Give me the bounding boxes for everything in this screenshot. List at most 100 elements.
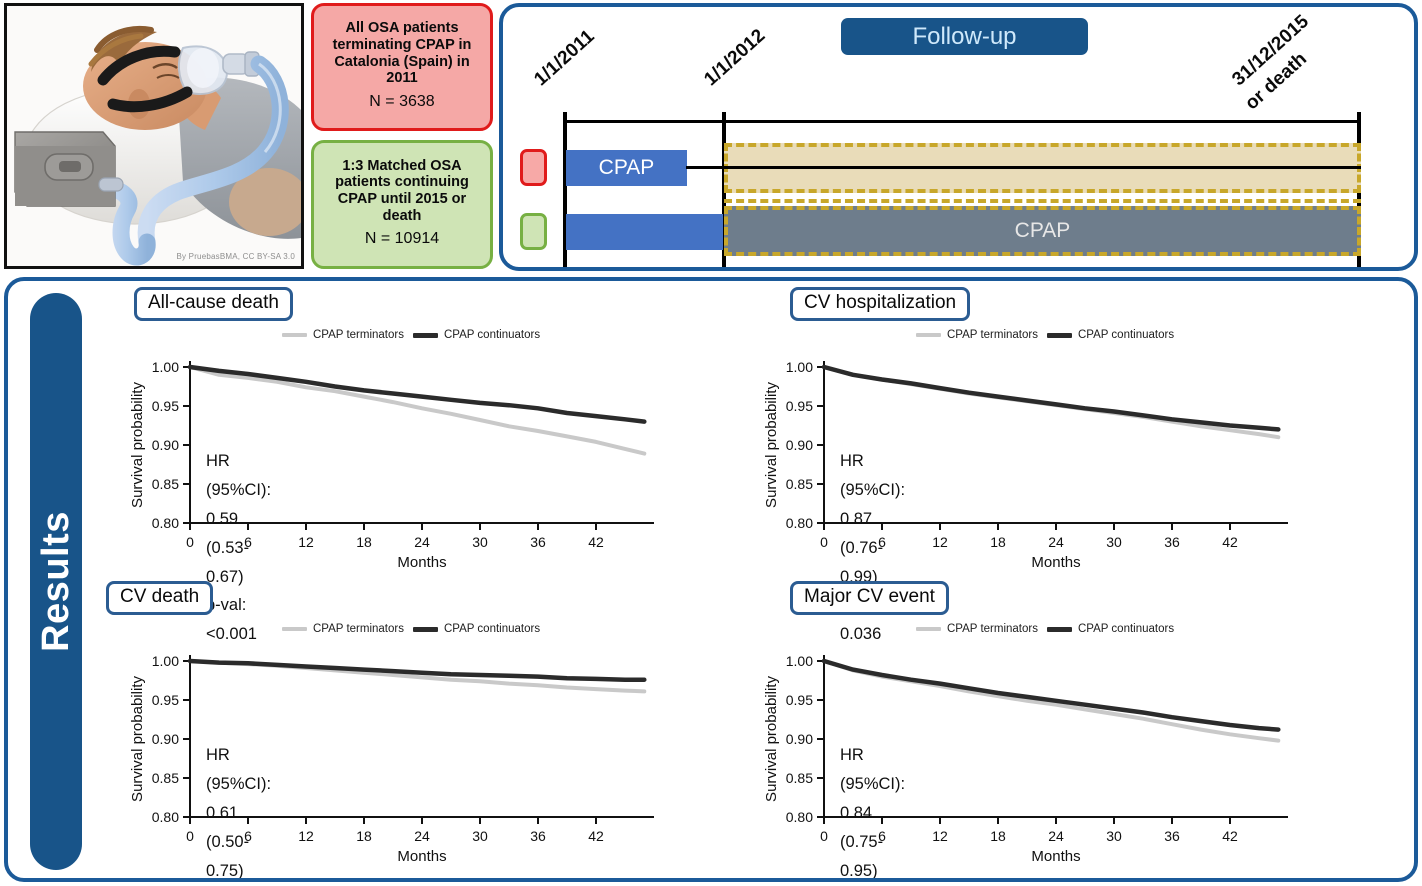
timeline-chip-terminators (520, 149, 547, 186)
x-tick-label: 18 (990, 534, 1006, 550)
x-tick-label: 0 (186, 828, 194, 844)
km-legend-major-cv-event: CPAP terminators CPAP continuators (916, 623, 1174, 635)
x-tick-label: 6 (244, 828, 252, 844)
legend-item-continuators: CPAP continuators (1046, 329, 1174, 341)
km-curve-continuators (187, 364, 647, 424)
y-tick-label: 0.95 (786, 398, 813, 414)
legend-label: CPAP terminators (947, 329, 1038, 341)
x-axis-title: Months (1031, 554, 1080, 569)
km-stats-cv-death: HR (95%CI): 0.61 (0.50-0.75)p-val: <0.00… (206, 741, 272, 880)
legend-item-continuators: CPAP continuators (1046, 623, 1174, 635)
km-curve-terminators (188, 365, 647, 456)
timeline-followup-band-continuators: CPAP (724, 206, 1361, 256)
x-tick-label: 6 (878, 828, 886, 844)
y-axis-title: Survival probability (129, 676, 146, 802)
image-attribution: By PruebasBMA, CC BY-SA 3.0 (176, 252, 295, 261)
legend-swatch-icon (916, 333, 941, 337)
x-tick-label: 0 (820, 828, 828, 844)
legend-swatch-icon (282, 627, 307, 631)
y-tick-label: 1.00 (152, 359, 179, 375)
timeline-top-rule (563, 120, 1360, 123)
x-tick-label: 42 (588, 534, 604, 550)
callout-terminators-text: All OSA patients terminating CPAP in Cat… (332, 20, 472, 87)
x-tick-label: 18 (990, 828, 1006, 844)
legend-label: CPAP terminators (313, 623, 404, 635)
illustration-canvas (7, 6, 301, 266)
legend-label: CPAP continuators (443, 329, 541, 341)
y-tick-label: 0.95 (786, 692, 813, 708)
y-axis-title: Survival probability (763, 382, 780, 508)
km-title-cv-hospitalization: CV hospitalization (790, 287, 971, 321)
callout-continuators-text: 1:3 Matched OSA patients continuing CPAP… (335, 157, 469, 224)
x-tick-label: 18 (356, 828, 372, 844)
x-tick-label: 30 (1106, 828, 1122, 844)
legend-item-terminators: CPAP terminators (916, 329, 1038, 341)
y-tick-label: 0.85 (786, 476, 813, 492)
legend-label: CPAP terminators (313, 329, 404, 341)
legend-item-continuators: CPAP continuators (412, 623, 541, 635)
y-tick-label: 1.00 (786, 653, 813, 669)
x-tick-label: 42 (588, 828, 604, 844)
x-tick-label: 24 (414, 534, 430, 550)
timeline-date-index: 1/1/2012 (700, 25, 770, 91)
callout-terminators-n: N = 3638 (369, 92, 435, 110)
x-tick-label: 12 (932, 534, 948, 550)
y-tick-label: 0.80 (786, 809, 813, 825)
x-tick-label: 36 (530, 534, 546, 550)
hazard-ratio-text: HR (95%CI): 0.61 (0.50-0.75) (206, 746, 272, 880)
y-tick-label: 0.95 (152, 398, 179, 414)
x-tick-label: 0 (820, 534, 828, 550)
legend-label: CPAP continuators (443, 623, 541, 635)
y-tick-label: 0.90 (152, 731, 179, 747)
timeline-followup-band-a-rule (724, 166, 1361, 169)
y-tick-label: 0.95 (152, 692, 179, 708)
x-tick-label: 12 (298, 828, 314, 844)
timeline-bar-cpap-terminators: CPAP (566, 150, 687, 186)
y-tick-label: 0.85 (152, 770, 179, 786)
y-tick-label: 0.80 (152, 515, 179, 531)
legend-item-terminators: CPAP terminators (916, 623, 1038, 635)
hazard-ratio-text: HR (95%CI): 0.87 (0.76-0.99) (840, 452, 906, 586)
km-curve-continuators (187, 658, 647, 682)
timeline-axis-start (563, 112, 567, 267)
x-axis-title: Months (397, 554, 446, 569)
km-curve-continuators (821, 364, 1281, 432)
y-tick-label: 0.90 (786, 731, 813, 747)
x-tick-label: 6 (878, 534, 886, 550)
y-tick-label: 0.80 (152, 809, 179, 825)
followup-badge: Follow-up (841, 18, 1088, 55)
x-tick-label: 30 (472, 534, 488, 550)
hazard-ratio-text: HR (95%CI): 0.59 (0.53-0.67) (206, 452, 272, 586)
p-value-text: p-val: <0.001 (206, 596, 257, 644)
x-tick-label: 42 (1222, 534, 1238, 550)
y-tick-label: 1.00 (786, 359, 813, 375)
results-section-label: Results (34, 511, 77, 652)
callout-continuators-n: N = 10914 (364, 230, 440, 248)
y-axis-title: Survival probability (129, 382, 146, 508)
timeline-date-start: 1/1/2011 (530, 25, 599, 91)
x-tick-label: 30 (1106, 534, 1122, 550)
km-legend-cv-hospitalization: CPAP terminators CPAP continuators (916, 329, 1174, 341)
x-axis-title: Months (397, 848, 446, 863)
y-axis-title: Survival probability (763, 676, 780, 802)
km-title-all-cause-death: All-cause death (134, 287, 293, 321)
legend-swatch-icon (282, 333, 307, 337)
timeline-terminator-stub (686, 166, 728, 169)
timeline-chip-continuators (520, 213, 547, 250)
y-tick-label: 0.80 (786, 515, 813, 531)
x-tick-label: 0 (186, 534, 194, 550)
legend-label: CPAP terminators (947, 623, 1038, 635)
x-tick-label: 6 (244, 534, 252, 550)
km-stats-major-cv-event: HR (95%CI): 0.84 (0.75-0.95)p-val: 0.004 (840, 741, 905, 878)
km-curve-continuators (821, 658, 1281, 732)
legend-swatch-icon (412, 332, 438, 338)
x-tick-label: 24 (1048, 534, 1064, 550)
y-tick-label: 1.00 (152, 653, 179, 669)
km-legend-cv-death: CPAP terminators CPAP continuators (282, 623, 540, 635)
y-tick-label: 0.85 (786, 770, 813, 786)
x-tick-label: 18 (356, 534, 372, 550)
x-tick-label: 30 (472, 828, 488, 844)
